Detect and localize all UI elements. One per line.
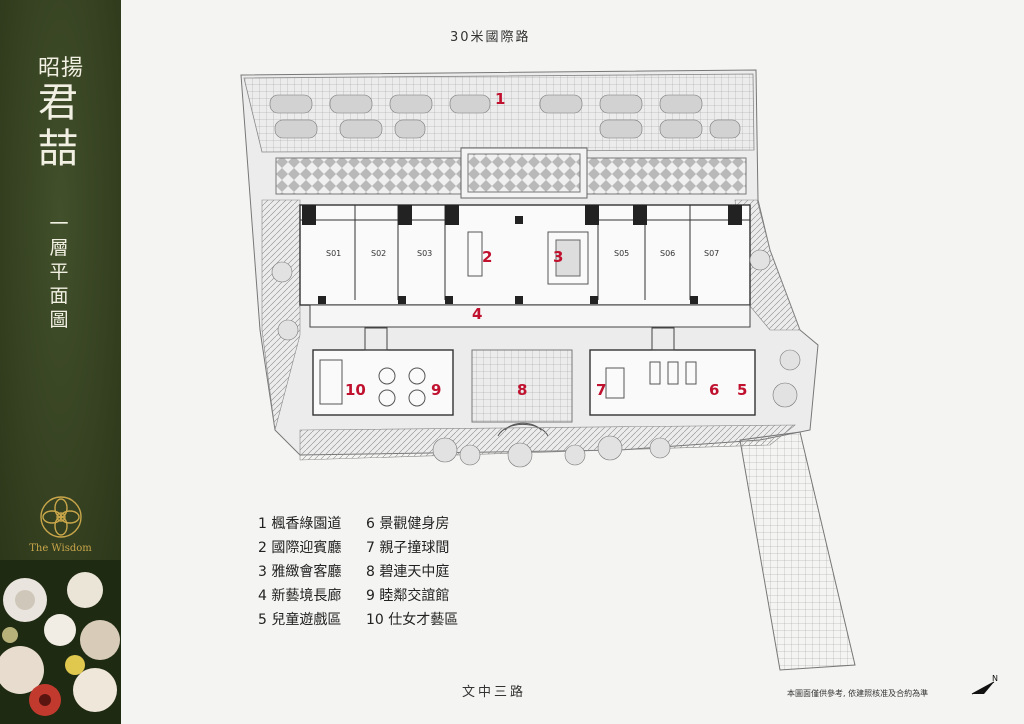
legend-item: 2 國際迎賓廳 — [258, 540, 342, 556]
north-arrow: N — [970, 674, 1000, 702]
area-number-4: 4 — [472, 305, 483, 323]
logo-text: The Wisdom — [29, 543, 92, 554]
legend-item: 5 兒童遊戲區 — [258, 612, 342, 628]
legend-column: 1 楓香綠園道 2 國際迎賓廳 3 雅緻會客廳 4 新藝境長廊 5 兒童遊戲區 — [258, 513, 378, 633]
legend-item: 9 睦鄰交誼館 — [366, 588, 450, 604]
legend-item: 3 雅緻會客廳 — [258, 564, 342, 580]
brand-title: 君 喆 — [38, 80, 78, 172]
brand-subtitle: 昭揚 — [38, 56, 85, 81]
legend-item: 8 碧連天中庭 — [366, 564, 450, 580]
shop-label: S06 — [660, 249, 676, 258]
legend-column: 6 景觀健身房 7 親子撞球間 8 碧連天中庭 9 睦鄰交誼館 10 仕女才藝區 — [366, 513, 486, 633]
shop-label: S01 — [326, 249, 342, 258]
area-number-7: 7 — [596, 381, 607, 399]
sidebar: 昭揚 君 喆 一層平面圖 The Wisdom — [0, 0, 121, 724]
legend-item: 4 新藝境長廊 — [258, 588, 342, 604]
shop-label: S07 — [704, 249, 720, 258]
wisdom-logo-icon — [40, 496, 82, 538]
area-number-1: 1 — [495, 90, 506, 108]
legend-item: 10 仕女才藝區 — [366, 612, 459, 628]
area-number-3: 3 — [553, 248, 564, 266]
legend-item: 1 楓香綠園道 — [258, 516, 342, 532]
shop-label: S02 — [371, 249, 387, 258]
flower-illustration — [0, 560, 121, 724]
north-arrow-icon — [971, 681, 995, 695]
legend-item: 7 親子撞球間 — [366, 540, 450, 556]
shop-label: S05 — [614, 249, 630, 258]
road-label-bottom: 文中三路 — [462, 685, 527, 700]
area-number-5: 5 — [737, 381, 748, 399]
shop-label: S03 — [417, 249, 433, 258]
legend-item: 6 景觀健身房 — [366, 516, 450, 532]
area-number-8: 8 — [517, 381, 528, 399]
floor-title: 一層平面圖 — [49, 213, 69, 331]
area-number-2: 2 — [482, 248, 493, 266]
disclaimer-note: 本圖面僅供參考, 依建照核准及合約為準 — [787, 689, 929, 698]
area-number-10: 10 — [345, 381, 366, 399]
area-number-9: 9 — [431, 381, 442, 399]
area-number-6: 6 — [709, 381, 720, 399]
north-label: N — [992, 674, 998, 683]
